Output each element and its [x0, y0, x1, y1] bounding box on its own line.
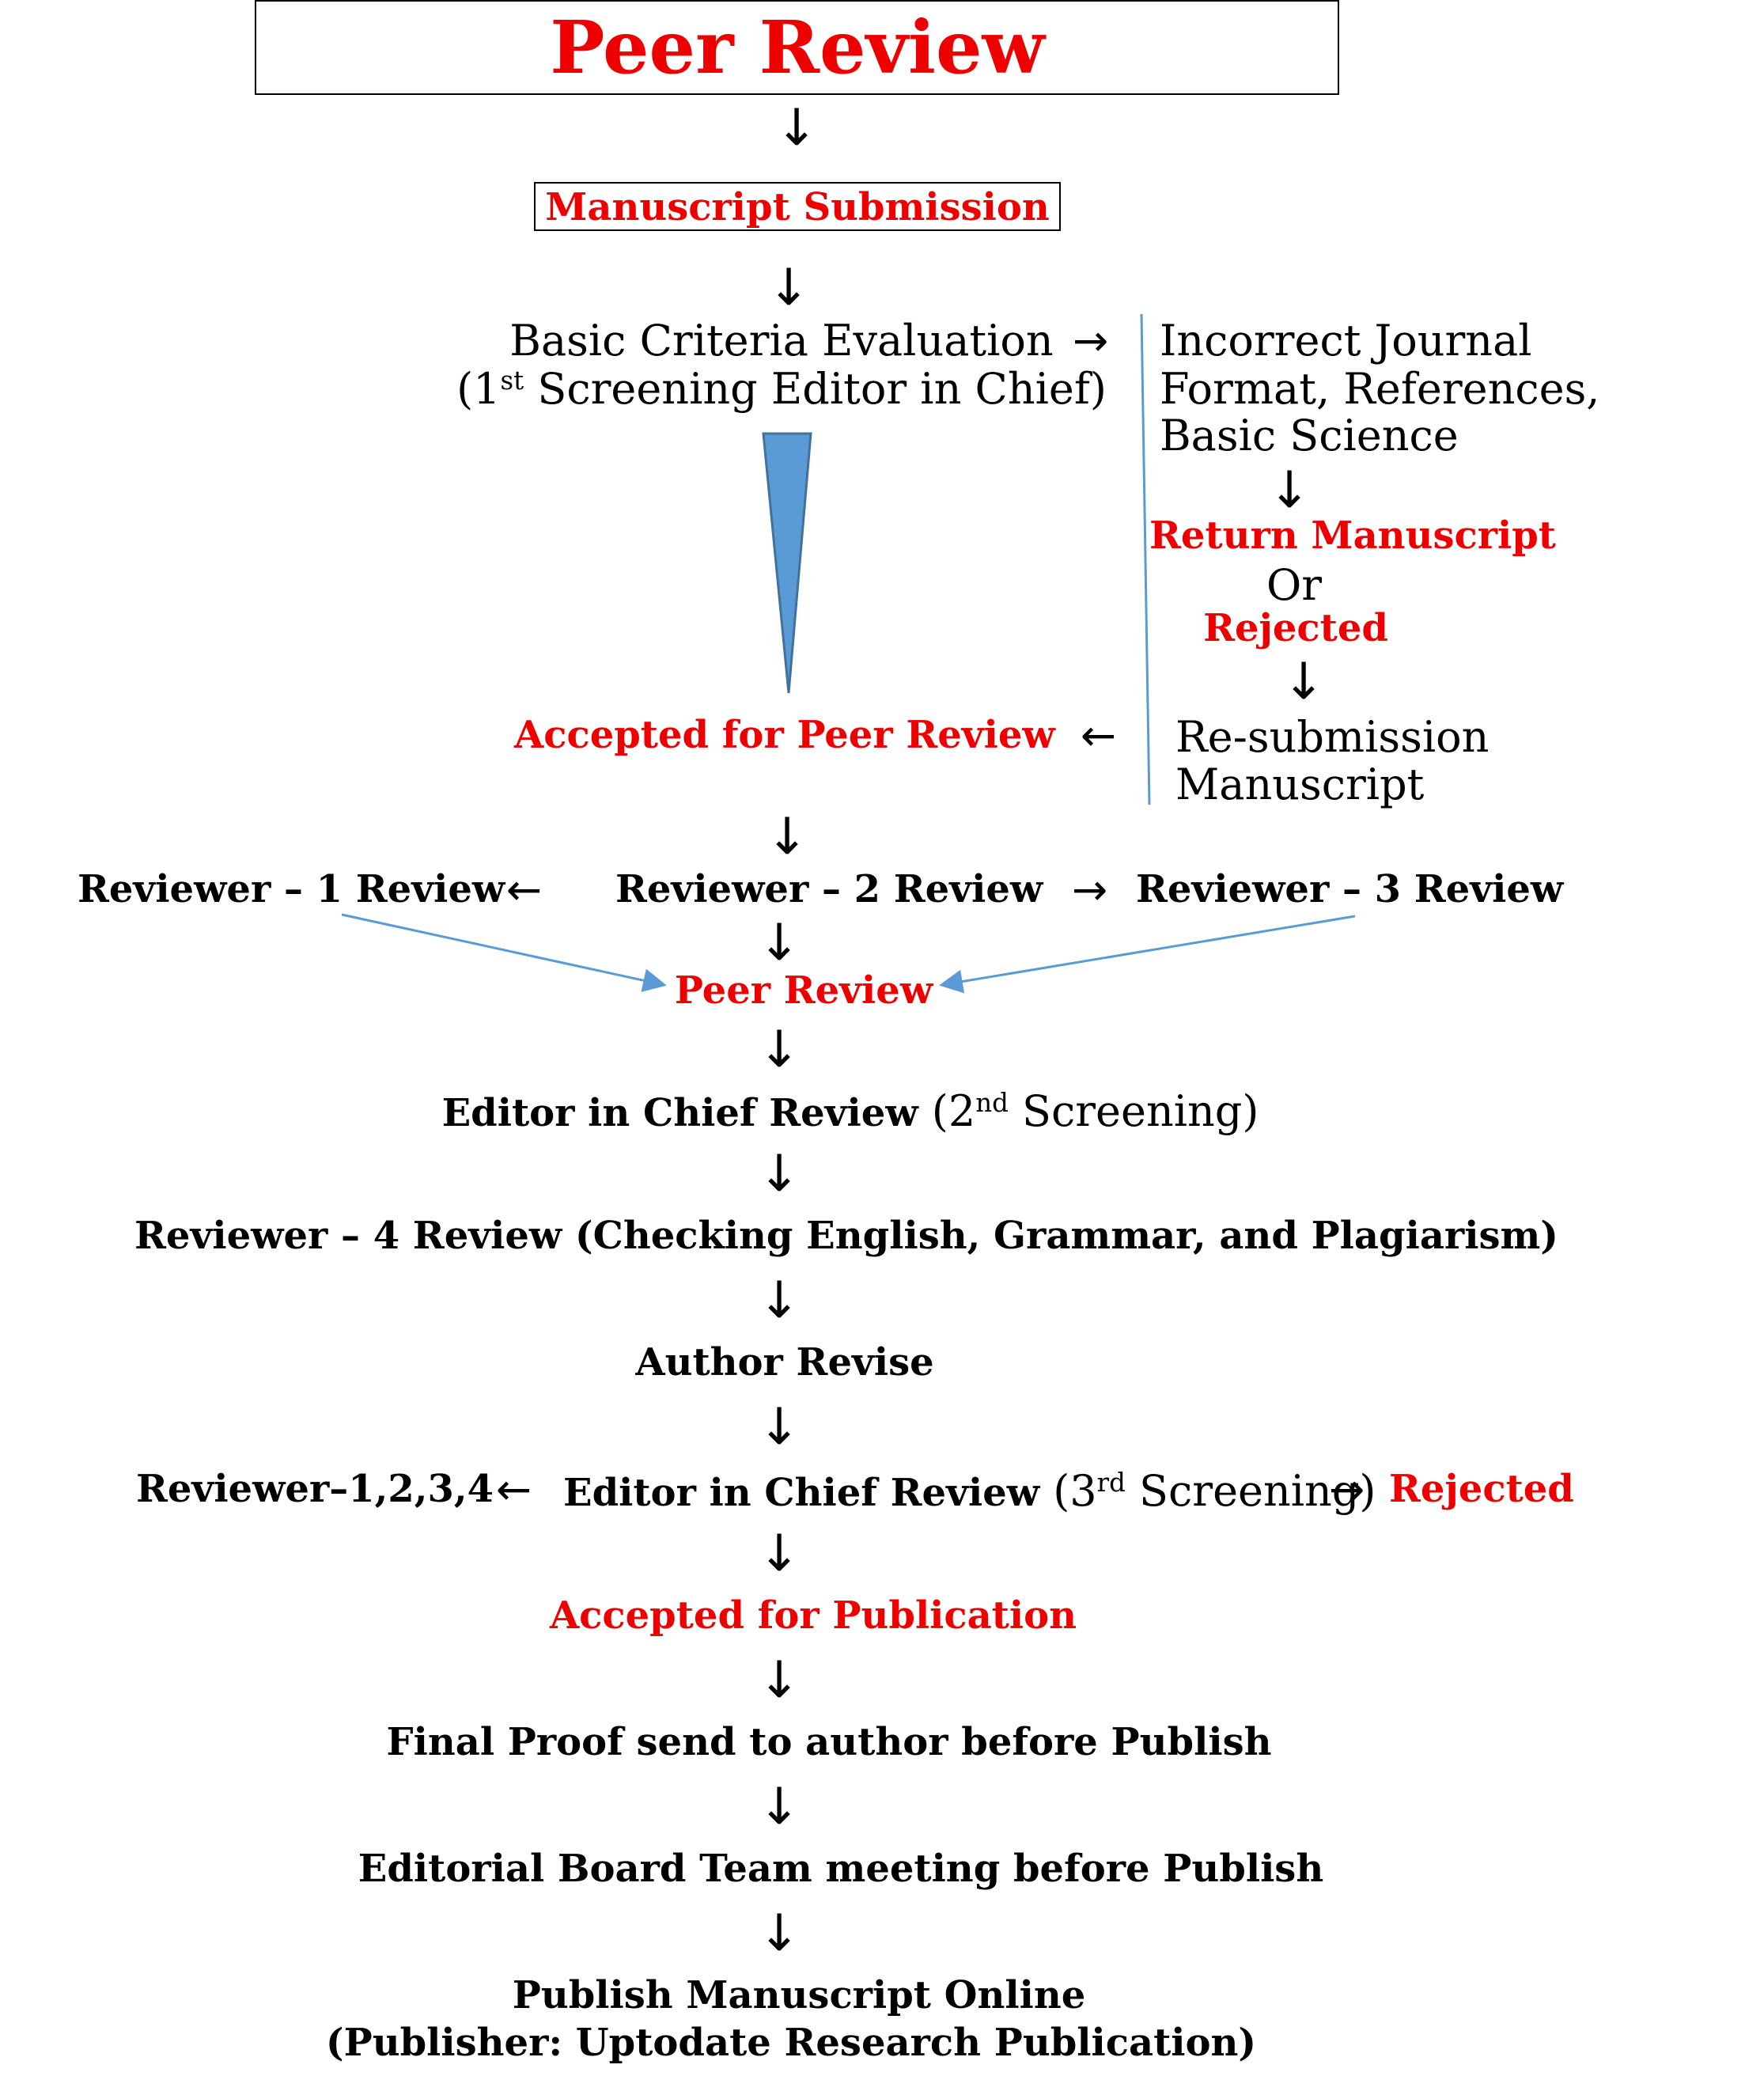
rejected-side-label: Rejected — [1203, 606, 1388, 650]
reviewer3-label: Reviewer – 3 Review — [1136, 867, 1564, 911]
publish-line1: Publish Manuscript Online — [512, 1973, 1086, 2017]
down-arrow-11: ↓ — [758, 1778, 801, 1836]
left-arrow-reviewer1: ← — [506, 865, 543, 915]
author-revise-label: Author Revise — [635, 1340, 934, 1385]
right-arrow-reviewer3: → — [1072, 865, 1108, 915]
right-arrow-rejected: → — [1329, 1464, 1365, 1514]
incorrect-line2: Format, References, — [1160, 364, 1600, 414]
down-arrow-side-2: ↓ — [1282, 653, 1325, 711]
down-arrow-7: ↓ — [758, 1271, 801, 1330]
final-proof-label: Final Proof send to author before Publis… — [386, 1720, 1272, 1764]
reviewer1-to-peer-connector — [341, 913, 667, 992]
eic-review-2nd: Editor in Chief Review (2nd Screening) — [441, 1086, 1259, 1136]
reviewer1-label: Reviewer – 1 Review — [78, 867, 505, 911]
peer-review-label: Peer Review — [674, 968, 933, 1013]
reviewers-1234-label: Reviewer–1,2,3,4 — [136, 1467, 494, 1511]
down-arrow-6: ↓ — [758, 1145, 801, 1203]
board-meeting-label: Editorial Board Team meeting before Publ… — [358, 1847, 1324, 1891]
reviewer2-label: Reviewer – 2 Review — [615, 867, 1043, 911]
publish-line2: (Publisher: Uptodate Research Publicatio… — [325, 2021, 1257, 2065]
accepted-peer-review-label: Accepted for Peer Review — [514, 713, 1055, 757]
divider-line — [1140, 313, 1151, 805]
accepted-publication-label: Accepted for Publication — [549, 1593, 1077, 1638]
submission-label: Manuscript Submission — [545, 185, 1050, 229]
down-arrow-8: ↓ — [758, 1398, 801, 1457]
basic-criteria-line1: Basic Criteria Evaluation — [509, 316, 1054, 366]
submission-box — [534, 182, 1061, 231]
resubmission-line1: Re-submission — [1175, 712, 1490, 762]
return-manuscript-label: Return Manuscript — [1149, 513, 1556, 558]
resubmission-line2: Manuscript — [1175, 760, 1425, 809]
down-arrow-4: ↓ — [758, 914, 801, 972]
right-arrow-criteria: → — [1073, 316, 1109, 366]
down-arrow-1: ↓ — [775, 99, 818, 157]
down-arrow-side-1: ↓ — [1268, 461, 1311, 520]
left-arrow-resubmission: ← — [1081, 710, 1117, 760]
funnel-shape — [762, 432, 812, 694]
basic-criteria-line2: (1st Screening Editor in Chief) — [456, 364, 1107, 414]
down-arrow-5: ↓ — [758, 1021, 801, 1079]
incorrect-line3: Basic Science — [1160, 411, 1459, 460]
down-arrow-10: ↓ — [758, 1651, 801, 1710]
down-arrow-12: ↓ — [758, 1904, 801, 1963]
reviewer4-label: Reviewer – 4 Review (Checking English, G… — [134, 1214, 1558, 1258]
down-arrow-2: ↓ — [767, 259, 810, 317]
eic-review-3rd: Editor in Chief Review (3rd Screening) — [563, 1466, 1376, 1516]
or-label: Or — [1266, 560, 1323, 610]
down-arrow-9: ↓ — [758, 1525, 801, 1583]
down-arrow-3: ↓ — [766, 808, 808, 866]
title-box — [255, 0, 1339, 95]
page-title: Peer Review — [550, 5, 1045, 90]
left-arrow-reviewers: ← — [496, 1464, 532, 1514]
rejected-final-label: Rejected — [1389, 1467, 1574, 1511]
incorrect-line1: Incorrect Journal — [1160, 316, 1532, 366]
reviewer3-to-peer-connector — [939, 915, 1356, 994]
